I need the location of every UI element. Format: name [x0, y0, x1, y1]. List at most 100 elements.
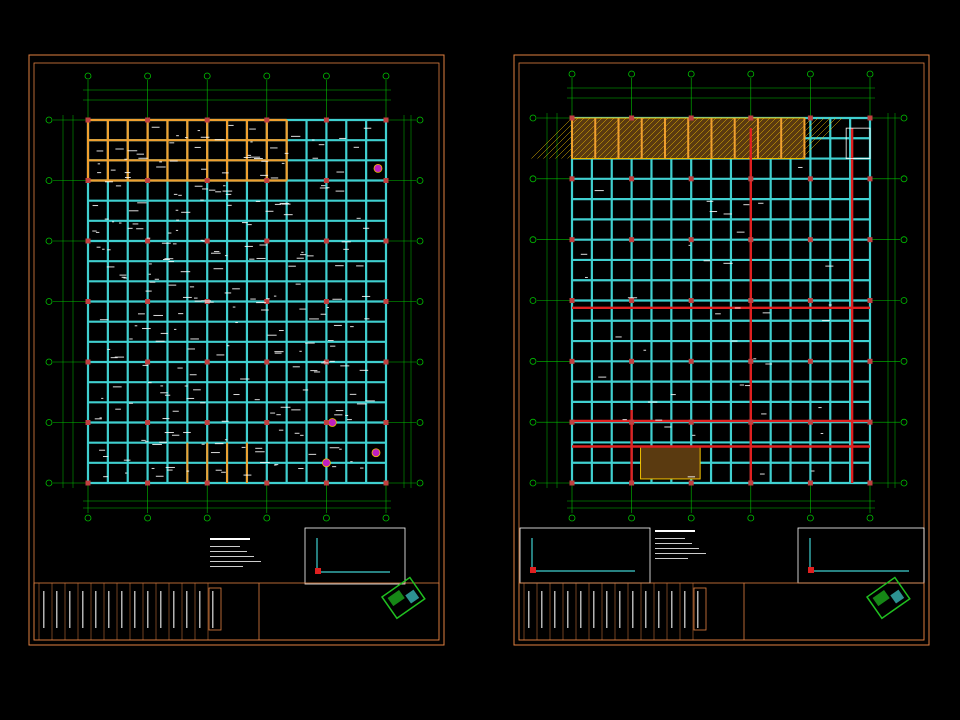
annotation-text — [168, 232, 172, 234]
annotation-text — [160, 385, 164, 387]
annotation-text — [260, 462, 270, 464]
column — [85, 299, 91, 304]
annotation-text — [221, 471, 226, 473]
detail-column — [808, 567, 814, 573]
title-block-text — [528, 591, 530, 628]
column — [145, 359, 151, 365]
annotation-text — [281, 162, 285, 164]
annotation-text — [274, 351, 284, 353]
hatch-line — [759, 117, 801, 159]
axis-bubble — [45, 298, 53, 305]
annotation-text — [688, 244, 691, 246]
title-block-text — [121, 591, 123, 628]
floor-plan — [45, 72, 424, 522]
column — [264, 420, 270, 425]
annotation-text — [311, 139, 315, 141]
hatch-line — [675, 117, 717, 159]
annotation-text — [345, 414, 349, 416]
column — [204, 359, 210, 365]
annotation-text — [160, 392, 168, 394]
annotation-text — [734, 307, 741, 309]
annotation-text — [321, 362, 329, 364]
annotation-text — [180, 271, 191, 273]
annotation-text — [261, 309, 269, 311]
title-block-text — [593, 591, 595, 628]
annotation-text — [276, 414, 281, 416]
annotation-text — [142, 328, 151, 330]
annotation-text — [104, 218, 109, 220]
annotation-text — [759, 473, 765, 475]
annotation-text — [214, 139, 225, 141]
axis-bubble — [866, 514, 874, 522]
column — [748, 115, 754, 121]
title-block-text — [619, 591, 621, 628]
annotation-text — [820, 432, 824, 434]
hatch-line — [795, 117, 837, 159]
key-map-outline — [865, 576, 911, 620]
annotation-text — [223, 185, 226, 187]
annotation-text — [270, 147, 278, 149]
annotation-text — [312, 157, 319, 159]
hatch-line — [663, 117, 705, 159]
annotation-text — [255, 200, 261, 202]
beam-grid — [86, 118, 388, 485]
annotation-text — [622, 419, 627, 421]
title-block-text — [658, 591, 660, 628]
annotation-text — [247, 154, 252, 156]
axis-bubble — [747, 70, 755, 78]
annotation-text — [129, 338, 133, 340]
annotation-text — [128, 210, 139, 212]
annotation-text — [350, 326, 354, 328]
axis-bubble — [900, 357, 908, 365]
column — [569, 237, 575, 243]
annotation-text — [709, 211, 718, 213]
annotation-text — [102, 248, 105, 250]
column — [688, 115, 694, 121]
column — [629, 115, 635, 121]
annotation-text — [184, 385, 188, 387]
column — [264, 178, 270, 183]
annotation-text — [154, 278, 160, 280]
annotation-text — [110, 169, 116, 171]
notes-text-line — [210, 551, 247, 552]
annotation-text — [164, 394, 171, 396]
column — [323, 299, 329, 304]
key-map — [380, 576, 426, 620]
annotation-text — [250, 156, 261, 158]
axis-bubble — [45, 177, 53, 184]
annotation-text — [241, 222, 248, 224]
column — [629, 358, 635, 364]
annotation-text — [273, 464, 277, 466]
column — [145, 480, 151, 486]
annotation-text — [189, 374, 197, 376]
annotation-text — [743, 204, 750, 206]
annotation-text — [332, 298, 342, 300]
notes-text-line — [655, 543, 692, 544]
annotation-text — [164, 258, 174, 260]
column — [569, 358, 575, 364]
annotation-text — [127, 227, 133, 229]
axis-bubble — [263, 514, 271, 522]
axis-bubble — [84, 514, 92, 522]
title-block-text — [697, 591, 699, 628]
axis-bubble — [416, 237, 424, 245]
sheet-frame — [28, 54, 445, 646]
annotation-text — [106, 266, 115, 268]
column — [867, 237, 873, 243]
annotation-text — [187, 348, 196, 350]
annotation-text — [828, 304, 832, 306]
title-block-text — [186, 591, 188, 628]
annotation-text — [200, 239, 204, 241]
hatch-line — [735, 117, 777, 159]
annotation-text — [175, 229, 179, 231]
annotation-text — [97, 172, 102, 174]
annotation-text — [295, 283, 301, 285]
annotation-text — [137, 313, 145, 315]
title-block-text — [671, 591, 673, 628]
annotation-text — [228, 124, 234, 126]
column — [323, 359, 329, 365]
annotation-text — [110, 357, 118, 359]
annotation-text — [153, 314, 164, 316]
annotation-text — [356, 403, 367, 405]
column — [383, 480, 389, 486]
